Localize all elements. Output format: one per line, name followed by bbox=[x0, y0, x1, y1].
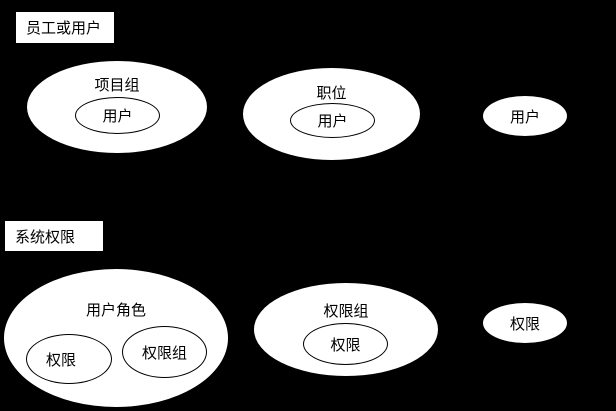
inner-ellipse-user-label: 用户 bbox=[102, 107, 133, 125]
ellipse-position-title: 职位 bbox=[316, 84, 347, 102]
inner-ellipse-user-label: 用户 bbox=[317, 112, 348, 130]
inner-ellipse-permission-label: 权限 bbox=[45, 350, 76, 369]
ellipse-permission-group: 权限组 权限 bbox=[254, 283, 438, 376]
ellipse-user-role-title: 用户角色 bbox=[85, 301, 146, 319]
inner-ellipse-permission: 权限 bbox=[26, 334, 112, 384]
ellipse-user: 用户 bbox=[483, 96, 567, 136]
ellipse-user-label: 用户 bbox=[509, 107, 540, 126]
ellipse-permission-group-title: 权限组 bbox=[323, 302, 369, 320]
section-label-text: 员工或用户 bbox=[26, 19, 102, 37]
ellipse-project-group: 项目组 用户 bbox=[27, 61, 207, 153]
ellipse-project-group-title: 项目组 bbox=[94, 76, 140, 94]
inner-ellipse-permission-group-label: 权限组 bbox=[141, 343, 187, 362]
ellipse-permission-label: 权限 bbox=[509, 314, 540, 333]
ellipse-position: 职位 用户 bbox=[243, 68, 420, 160]
inner-ellipse-user: 用户 bbox=[75, 97, 160, 134]
inner-ellipse-permission-group: 权限组 bbox=[122, 326, 207, 378]
ellipse-user-role: 用户角色 权限 权限组 bbox=[4, 269, 228, 407]
section-label-employees-or-users: 员工或用户 bbox=[16, 12, 114, 43]
section-label-system-permissions: 系统权限 bbox=[5, 221, 103, 251]
inner-ellipse-permission-label: 权限 bbox=[330, 335, 361, 354]
inner-ellipse-user: 用户 bbox=[290, 103, 375, 138]
section-label-text: 系统权限 bbox=[15, 227, 76, 246]
ellipse-permission: 权限 bbox=[483, 303, 567, 343]
inner-ellipse-permission: 权限 bbox=[303, 323, 388, 365]
